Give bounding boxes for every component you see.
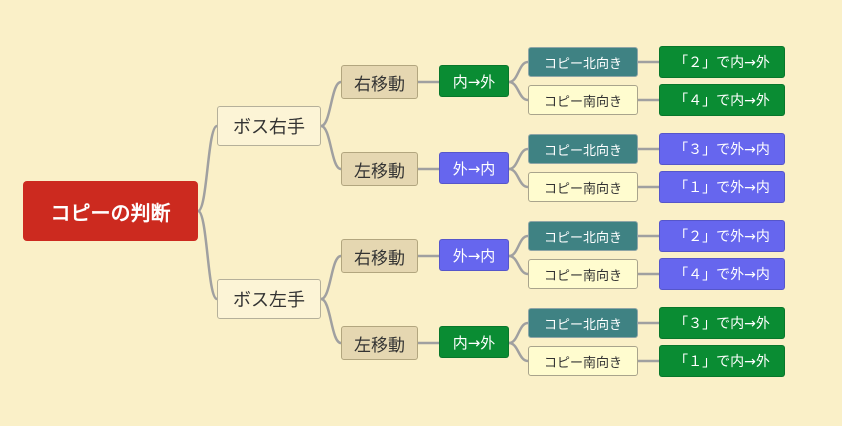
copy-north-node[interactable]: コピー北向き bbox=[528, 47, 638, 77]
result-node[interactable]: 「１」で内→外 bbox=[659, 345, 785, 377]
connector-line bbox=[508, 60, 529, 84]
copy-north-node[interactable]: コピー北向き bbox=[528, 308, 638, 338]
connector-line bbox=[508, 341, 529, 363]
boss-right-hand-node[interactable]: ボス右手 bbox=[217, 106, 321, 146]
result-node[interactable]: 「３」で外→内 bbox=[659, 133, 785, 165]
connector-line bbox=[196, 124, 219, 213]
result-node[interactable]: 「４」で外→内 bbox=[659, 258, 785, 290]
boss-left-hand-node[interactable]: ボス左手 bbox=[217, 279, 321, 319]
copy-south-node[interactable]: コピー南向き bbox=[528, 172, 638, 202]
move-node[interactable]: 左移動 bbox=[341, 326, 418, 360]
copy-north-node[interactable]: コピー北向き bbox=[528, 221, 638, 251]
connector-line bbox=[508, 321, 529, 345]
result-node[interactable]: 「４」で内→外 bbox=[659, 84, 785, 116]
connector-line bbox=[508, 80, 529, 102]
connector-line bbox=[508, 147, 529, 171]
result-node[interactable]: 「１」で外→内 bbox=[659, 171, 785, 203]
connector-line bbox=[320, 297, 342, 345]
connector-line bbox=[320, 254, 342, 301]
move-node[interactable]: 右移動 bbox=[341, 239, 418, 273]
move-node[interactable]: 左移動 bbox=[341, 152, 418, 186]
copy-south-node[interactable]: コピー南向き bbox=[528, 259, 638, 289]
direction-node[interactable]: 外→内 bbox=[439, 152, 509, 184]
move-node[interactable]: 右移動 bbox=[341, 65, 418, 99]
connector-line bbox=[508, 234, 529, 258]
result-node[interactable]: 「２」で内→外 bbox=[659, 46, 785, 78]
copy-south-node[interactable]: コピー南向き bbox=[528, 85, 638, 115]
connector-line bbox=[320, 80, 342, 128]
result-node[interactable]: 「２」で外→内 bbox=[659, 220, 785, 252]
connector-line bbox=[196, 209, 219, 301]
copy-south-node[interactable]: コピー南向き bbox=[528, 346, 638, 376]
connector-line bbox=[508, 167, 529, 189]
connector-line bbox=[508, 254, 529, 276]
copy-north-node[interactable]: コピー北向き bbox=[528, 134, 638, 164]
connector-line bbox=[320, 124, 342, 171]
direction-node[interactable]: 外→内 bbox=[439, 239, 509, 271]
root-node[interactable]: コピーの判断 bbox=[23, 181, 198, 241]
result-node[interactable]: 「３」で内→外 bbox=[659, 307, 785, 339]
direction-node[interactable]: 内→外 bbox=[439, 65, 509, 97]
direction-node[interactable]: 内→外 bbox=[439, 326, 509, 358]
